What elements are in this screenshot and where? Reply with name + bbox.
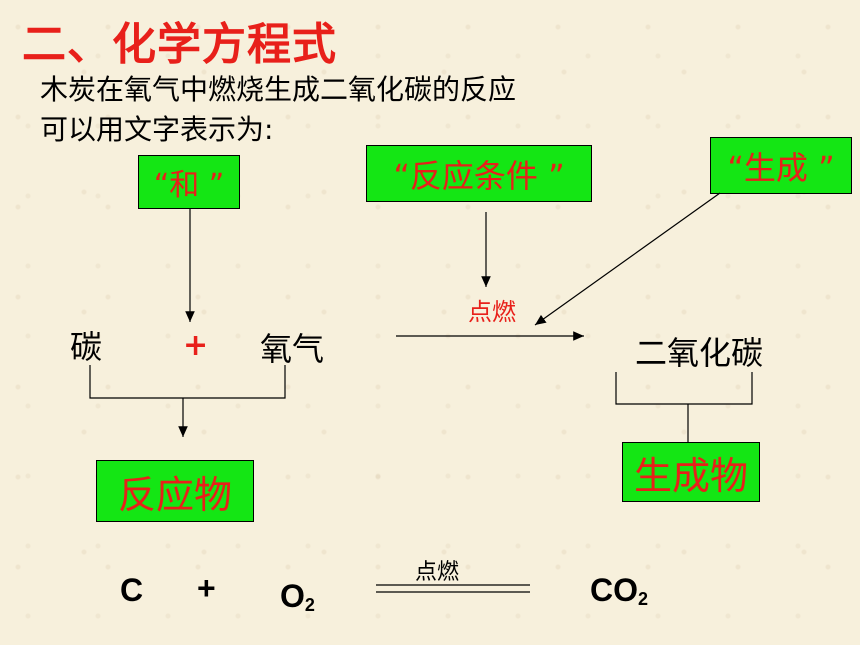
formula-condition-label: 点燃 <box>415 560 460 585</box>
formula-co2-subscript: 2 <box>638 589 649 609</box>
oxygen-label: 氧气 <box>260 330 325 368</box>
reactants-box: 反应物 <box>96 460 254 522</box>
word-condition-label: 点燃 <box>468 298 516 326</box>
intro-line-2: 可以用文字表示为: <box>40 113 274 146</box>
he-box: “和 ” <box>138 155 240 209</box>
formula-o2-main: O <box>280 578 305 614</box>
formula-o2-subscript: 2 <box>304 595 315 615</box>
word-plus-sign: + <box>183 328 209 363</box>
reactants-bracket <box>89 365 286 399</box>
page-title: 二、化学方程式 <box>22 19 337 70</box>
products-bracket <box>615 372 753 405</box>
products-box: 生成物 <box>622 442 760 502</box>
formula-o2: O2 <box>280 578 315 616</box>
shengcheng-arrow <box>534 192 721 326</box>
intro-line-1: 木炭在氧气中燃烧生成二氧化碳的反应 <box>40 73 517 106</box>
formula-co2: CO2 <box>590 572 648 610</box>
formula-co2-main: CO <box>590 572 638 608</box>
shengcheng-box: “生成 ” <box>710 137 852 194</box>
formula-plus: + <box>197 570 216 606</box>
condition-box: “反应条件 ” <box>366 145 592 202</box>
carbon-label: 碳 <box>70 328 103 366</box>
product-label: 二氧化碳 <box>635 334 764 372</box>
formula-c: C <box>120 572 144 608</box>
